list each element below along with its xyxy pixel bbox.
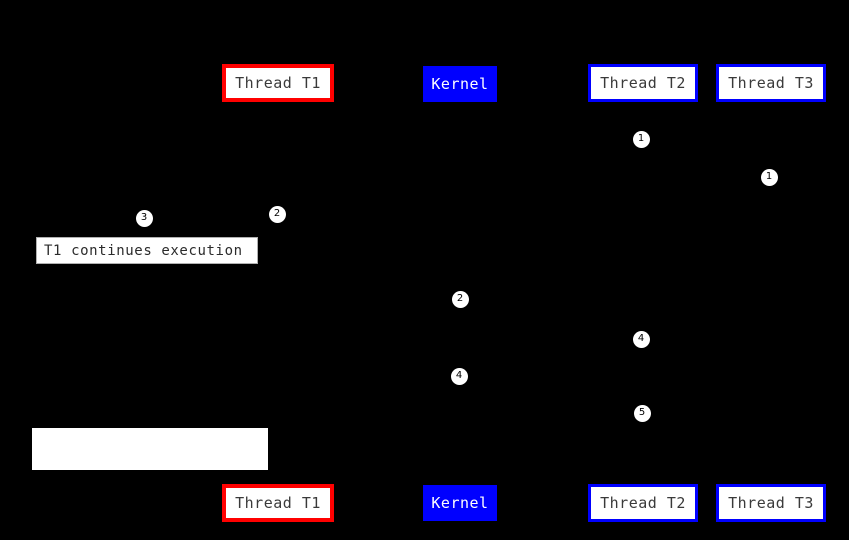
marker-t1-3: 3 xyxy=(135,209,153,227)
marker-kernel-2: 2 xyxy=(451,290,469,308)
participant-t3-top[interactable]: Thread T3 xyxy=(716,64,826,102)
marker-t2-5: 5 xyxy=(633,404,651,422)
lifeline-t1 xyxy=(278,102,279,484)
marker-t1-2: 2 xyxy=(268,205,286,223)
lifeline-t2 xyxy=(642,102,643,484)
note-blank-lower xyxy=(32,428,268,470)
note-t1-continues: T1 continues execution xyxy=(36,237,258,264)
marker-t2-4: 4 xyxy=(632,330,650,348)
participant-kernel-bottom[interactable]: Kernel xyxy=(423,485,497,521)
participant-t2-top[interactable]: Thread T2 xyxy=(588,64,698,102)
participant-kernel-top[interactable]: Kernel xyxy=(423,66,497,102)
participant-t3-bottom[interactable]: Thread T3 xyxy=(716,484,826,522)
marker-t2-1: 1 xyxy=(632,130,650,148)
participant-t1-top[interactable]: Thread T1 xyxy=(222,64,334,102)
participant-t2-bottom[interactable]: Thread T2 xyxy=(588,484,698,522)
lifeline-t3 xyxy=(770,102,771,484)
participant-t1-bottom[interactable]: Thread T1 xyxy=(222,484,334,522)
marker-kernel-4: 4 xyxy=(450,367,468,385)
marker-t3-1: 1 xyxy=(760,168,778,186)
